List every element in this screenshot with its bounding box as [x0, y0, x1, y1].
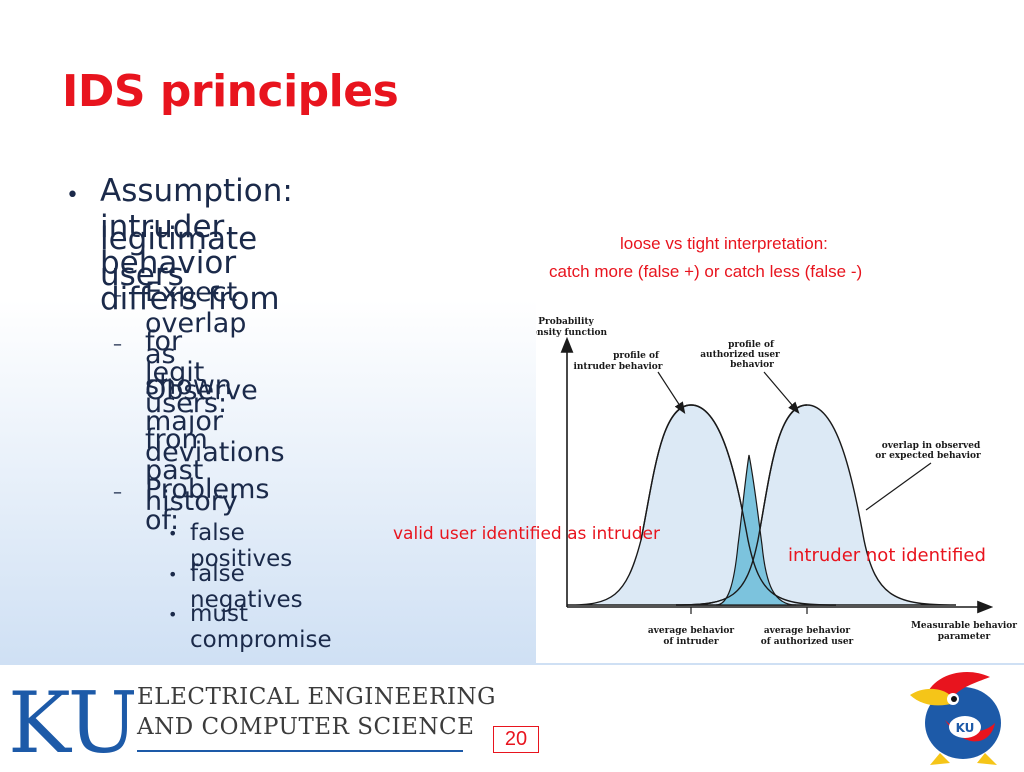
bullet-dot: • [168, 605, 178, 624]
bullet-text: Assumption: intruder behavior differs fr… [100, 173, 293, 317]
annotation-false-negative: intruder not identified [788, 545, 986, 566]
dash-marker: – [113, 285, 122, 306]
annotation-false-positive: valid user identified as intruder [393, 524, 660, 544]
intruder-profile-label: profile of [613, 351, 660, 361]
bullet-text-cont: legitimate users [100, 221, 258, 293]
overlap-label-cont: or expected behavior [875, 451, 981, 461]
bullet-dot: • [168, 524, 178, 543]
x-label-intruder-cont: of intruder [663, 637, 718, 647]
behavior-distribution-figure: Probability density function profile of … [525, 300, 1024, 663]
ku-logo: KU [8, 674, 139, 772]
footer-divider [137, 750, 463, 752]
ku-logo-text: KU [8, 678, 134, 760]
dash-marker: – [113, 482, 122, 503]
intruder-profile-label-cont: intruder behavior [573, 362, 662, 372]
slide-title: IDS principles [62, 66, 399, 117]
x-label-authorized-cont: of authorized user [761, 637, 854, 647]
distribution-diagram: Probability density function profile of … [525, 317, 1017, 647]
x-axis-label-cont: parameter [938, 632, 991, 642]
authorized-profile-label: profile of [728, 340, 775, 350]
annotation-interpretation: loose vs tight interpretation: [620, 234, 828, 253]
bullet-dot: • [66, 183, 79, 208]
overlap-region [715, 454, 797, 606]
x-label-authorized: average behavior [764, 626, 851, 636]
authorized-profile-label-cont: authorized user [700, 350, 780, 360]
sub-bullet-cont: from past history [145, 424, 238, 517]
y-axis-label: Probability [538, 317, 594, 327]
svg-text:KU: KU [956, 721, 975, 735]
overlap-label: overlap in observed [882, 441, 981, 451]
sub-bullet-cont: Observe major deviations [145, 375, 285, 468]
x-axis-label: Measurable behavior [911, 621, 1017, 631]
list-item: false negatives [190, 561, 303, 613]
sub-bullet-text: Expect overlap as shown [145, 277, 247, 401]
y-axis-label-cont: density function [536, 328, 608, 338]
department-name: ELECTRICAL ENGINEERING [137, 684, 496, 710]
department-name-cont: AND COMPUTER SCIENCE [137, 714, 475, 740]
annotation-interpretation-cont: catch more (false +) or catch less (fals… [549, 262, 863, 281]
list-item: must compromise [190, 601, 332, 653]
sub-bullet-text: for legit users: [145, 326, 228, 419]
sub-bullet-text: Problems of: [145, 474, 270, 536]
dash-marker: – [113, 334, 122, 355]
bullet-dot: • [168, 565, 178, 584]
list-item: false positives [190, 520, 293, 572]
page-number: 20 [493, 726, 539, 753]
jayhawk-mascot-icon: KU [905, 665, 1021, 772]
authorized-profile-label-cont2: behavior [730, 360, 774, 370]
x-label-intruder: average behavior [648, 626, 735, 636]
